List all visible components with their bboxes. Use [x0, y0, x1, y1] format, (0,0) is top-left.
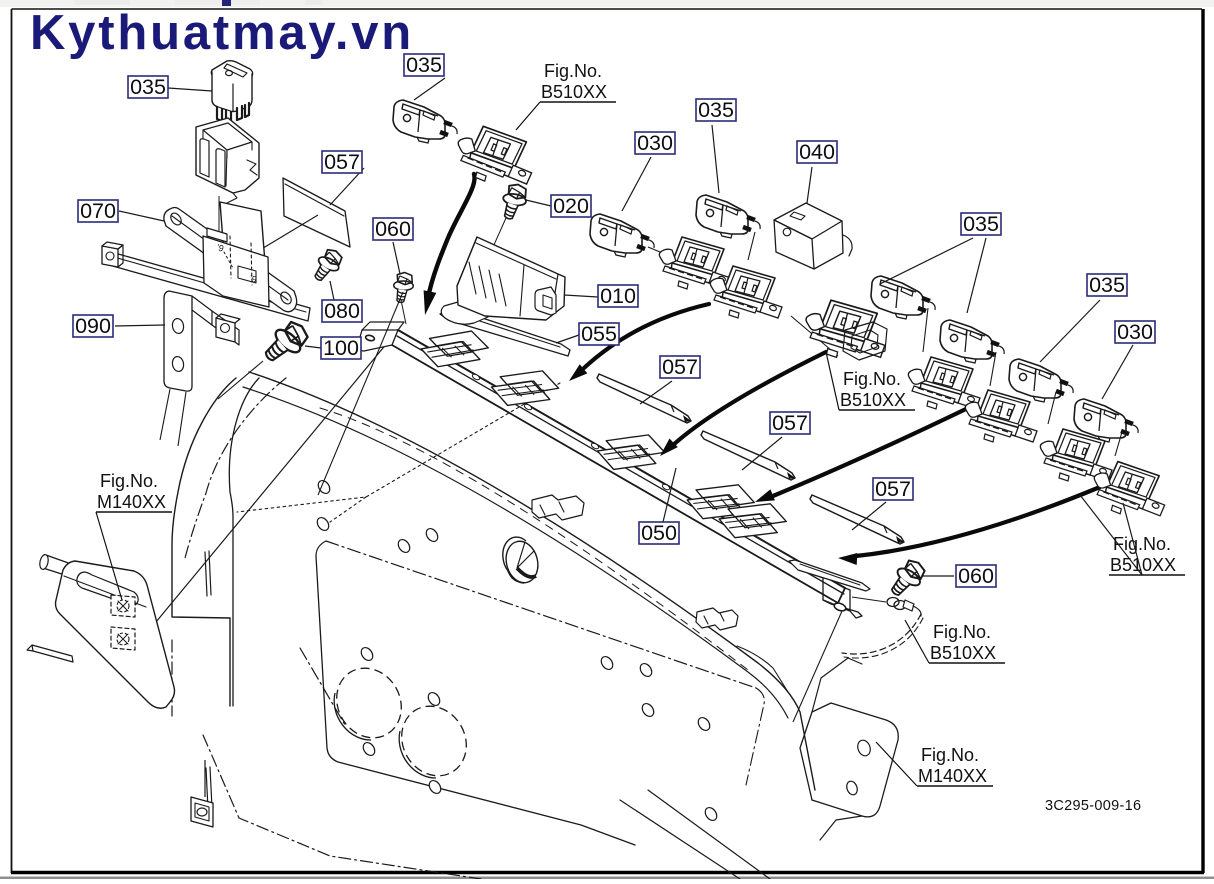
svg-text:055: 055 — [581, 322, 617, 346]
svg-text:B510XX: B510XX — [1110, 555, 1176, 575]
svg-text:030: 030 — [1117, 320, 1153, 344]
svg-text:057: 057 — [772, 411, 808, 435]
svg-text:040: 040 — [799, 140, 835, 164]
svg-text:035: 035 — [130, 75, 166, 99]
svg-text:035: 035 — [963, 212, 999, 236]
svg-text:B510XX: B510XX — [930, 643, 996, 663]
svg-text:090: 090 — [75, 314, 111, 338]
svg-text:070: 070 — [80, 199, 116, 223]
svg-text:Kythuatmay.vn: Kythuatmay.vn — [30, 6, 414, 60]
svg-text:’9: ’9 — [216, 242, 225, 253]
svg-text:080: 080 — [324, 299, 360, 323]
svg-text:Fig.No.: Fig.No. — [933, 622, 991, 642]
svg-text:030: 030 — [637, 131, 673, 155]
svg-text:B510XX: B510XX — [541, 82, 607, 102]
svg-text:010: 010 — [600, 284, 636, 308]
svg-text:057: 057 — [662, 355, 698, 379]
svg-text:Fig.No.: Fig.No. — [544, 61, 602, 81]
svg-text:Fig.No.: Fig.No. — [921, 745, 979, 765]
svg-text:100: 100 — [323, 336, 359, 360]
svg-text:035: 035 — [406, 53, 442, 77]
svg-text:M140XX: M140XX — [97, 492, 166, 512]
svg-text:3C295-009-16: 3C295-009-16 — [1045, 798, 1141, 814]
svg-text:035: 035 — [1089, 273, 1125, 297]
svg-text:Fig.No.: Fig.No. — [100, 471, 158, 491]
svg-text:057: 057 — [875, 477, 911, 501]
svg-text:035: 035 — [698, 98, 734, 122]
svg-text:057: 057 — [324, 150, 360, 174]
svg-text:Fig.No.: Fig.No. — [1113, 534, 1171, 554]
svg-text:B510XX: B510XX — [840, 390, 906, 410]
svg-text:060: 060 — [958, 564, 994, 588]
svg-text:Fig.No.: Fig.No. — [843, 369, 901, 389]
svg-text:020: 020 — [553, 194, 589, 218]
svg-text:050: 050 — [641, 521, 677, 545]
svg-text:060: 060 — [375, 217, 411, 241]
svg-text:M140XX: M140XX — [918, 766, 987, 786]
svg-text:’9: ’9 — [249, 273, 258, 284]
